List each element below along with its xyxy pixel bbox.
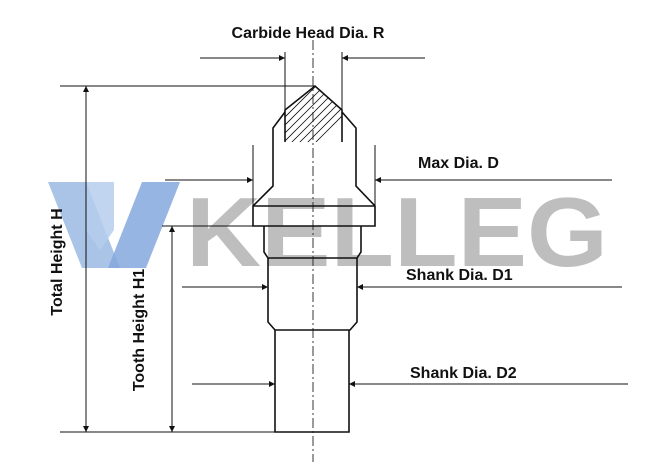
dimension-tooth-height: Tooth Height H1 bbox=[131, 225, 253, 432]
pick-tooth-outline bbox=[252, 84, 376, 433]
steel-head bbox=[252, 111, 376, 227]
dimension-shank-d2: Shank Dia. D2 bbox=[192, 365, 628, 387]
label-shank-dia-d1: Shank Dia. D1 bbox=[406, 267, 513, 284]
label-max-dia: Max Dia. D bbox=[418, 155, 499, 172]
watermark-logo-icon bbox=[48, 182, 180, 268]
shank-d2 bbox=[274, 330, 350, 433]
carbide-tip-hatch bbox=[285, 86, 342, 142]
dimension-carbide-head: Carbide Head Dia. R bbox=[200, 25, 425, 112]
dimension-max-dia: Max Dia. D bbox=[165, 145, 612, 206]
label-total-height: Total Height H bbox=[49, 208, 66, 315]
label-shank-dia-d2: Shank Dia. D2 bbox=[410, 365, 517, 382]
carbide-tip bbox=[284, 84, 343, 142]
watermark-text: KELLEG bbox=[186, 177, 608, 287]
dimension-total-height: Total Height H bbox=[49, 85, 315, 433]
label-carbide-head-dia: Carbide Head Dia. R bbox=[232, 25, 385, 42]
watermark: KELLEG bbox=[48, 177, 608, 287]
dimension-shank-d1: Shank Dia. D1 bbox=[182, 267, 622, 290]
shank-d1 bbox=[263, 226, 362, 331]
label-tooth-height: Tooth Height H1 bbox=[131, 269, 148, 391]
